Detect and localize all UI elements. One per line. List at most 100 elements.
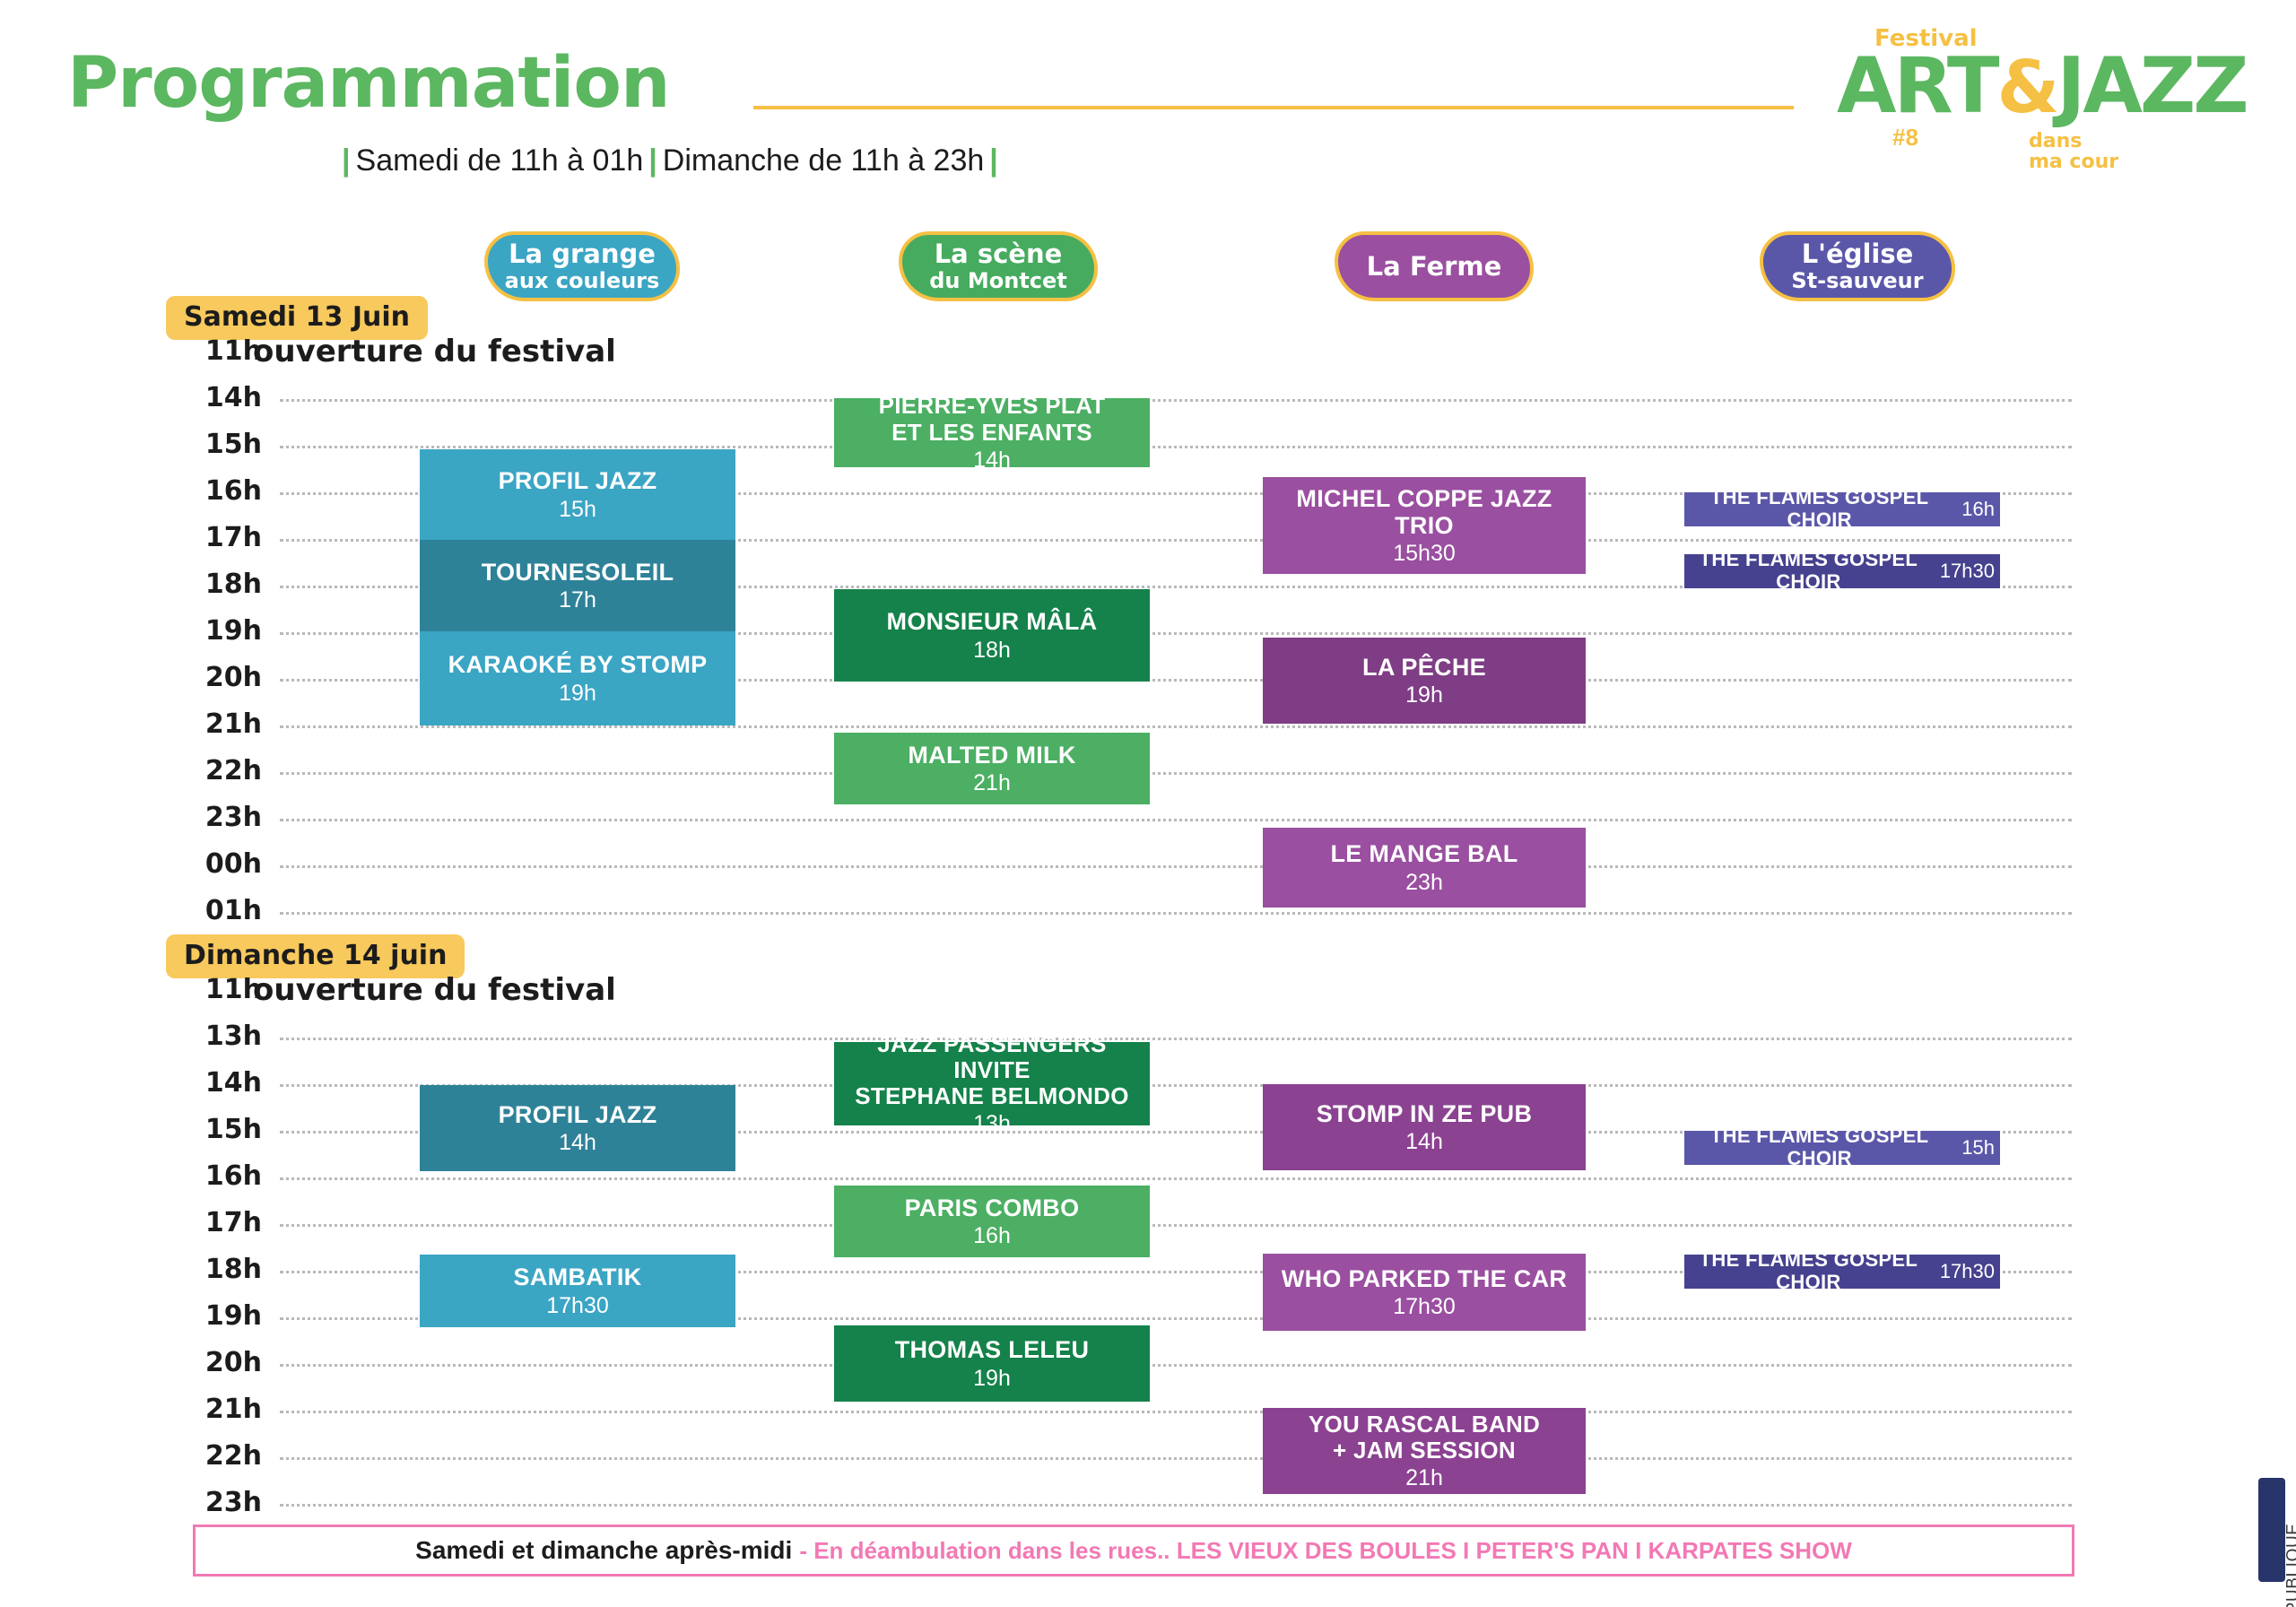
event-name: PARIS COMBO — [904, 1194, 1080, 1221]
event-name: LA PÊCHE — [1362, 653, 1486, 681]
stage-badge-la-scene: La scène du Montcet — [899, 231, 1098, 301]
event-name: PROFIL JAZZ — [498, 1100, 657, 1128]
stage-name-line2: St-sauveur — [1791, 268, 1924, 293]
row-dotted-guide — [280, 492, 2072, 495]
event-time: 14h — [1405, 1129, 1443, 1155]
separator-bar-1: | — [342, 143, 351, 178]
hour-label: 01h — [204, 895, 262, 926]
logo-ampersand: & — [1996, 46, 2060, 129]
logo-tagline-line2: ma cour — [2029, 151, 2119, 174]
hour-label: 21h — [204, 1394, 262, 1425]
event-name: THE FLAMES GOSPEL CHOIR — [1709, 1125, 1929, 1169]
hour-label: 20h — [204, 662, 262, 693]
separator-bar-3: | — [989, 143, 998, 178]
stage-badge-leglise: L'église St-sauveur — [1760, 231, 1955, 301]
hour-label: 22h — [204, 755, 262, 786]
event-name: YOU RASCAL BAND — [1308, 1410, 1541, 1438]
event-name: THOMAS LELEU — [894, 1336, 1090, 1364]
hour-label: 23h — [204, 1487, 262, 1518]
event-name: PROFIL JAZZ — [498, 467, 657, 495]
event-name: TOURNESOLEIL — [481, 558, 674, 586]
hour-label: 18h — [204, 1254, 262, 1285]
row-dotted-guide — [280, 446, 2072, 448]
hour-label: 15h — [204, 1114, 262, 1145]
logo-tagline-line1: dans — [2029, 130, 2083, 152]
event-time: 17h30 — [546, 1292, 609, 1318]
event-time: 14h — [973, 447, 1011, 473]
agency-logo-badge — [2258, 1478, 2285, 1582]
stage-name-line1: L'église — [1801, 239, 1914, 269]
row-dotted-guide — [280, 1084, 2072, 1087]
row-dotted-guide — [280, 1177, 2072, 1180]
stage-badge-la-ferme: La Ferme — [1335, 231, 1534, 301]
logo-edition-number: #8 — [1892, 124, 1918, 151]
hour-label: 11h — [204, 335, 262, 367]
row-dotted-guide — [280, 1224, 2072, 1227]
title-divider — [753, 106, 1794, 109]
schedule-subtitle: |Samedi de 11h à 01h|Dimanche de 11h à 2… — [336, 143, 1004, 178]
agency-logo: REiMSPUB — [2238, 1478, 2285, 1582]
event-time: 21h — [1405, 1465, 1443, 1491]
hour-label: 17h — [204, 1207, 262, 1238]
event-time: 17h30 — [1939, 559, 1995, 582]
festival-logo: Festival ART&JAZZ #8 dans ma cour — [1821, 18, 2249, 188]
event-name-line2: ET LES ENFANTS — [891, 418, 1092, 446]
row-dotted-guide — [280, 1457, 2072, 1460]
stage-badge-la-grange: La grange aux couleurs — [484, 231, 680, 301]
event-time: 15h30 — [1393, 541, 1456, 567]
footer-strong-text: Samedi et dimanche après-midi — [415, 1536, 793, 1564]
event-name: MALTED MILK — [908, 741, 1076, 769]
row-dotted-guide — [280, 632, 2072, 635]
event-time: 21h — [973, 770, 1011, 796]
event-time: 23h — [1405, 869, 1443, 895]
agency-logo-text: REiMSPUB — [2237, 1493, 2253, 1567]
hour-label: 22h — [204, 1440, 262, 1472]
event-time: 15h — [1961, 1135, 1995, 1159]
page-title: Programmation — [67, 43, 670, 124]
event-time: 17h — [559, 587, 596, 613]
stage-name-line1: La Ferme — [1366, 250, 1502, 282]
hour-label: 21h — [204, 708, 262, 740]
event-time: 17h30 — [1393, 1294, 1456, 1320]
hour-label: 23h — [204, 802, 262, 833]
festival-opening-label: ouverture du festival — [253, 972, 616, 1008]
event-time: 19h — [559, 680, 596, 706]
event-time: 17h30 — [1939, 1259, 1995, 1282]
event-time: 19h — [1405, 682, 1443, 708]
hour-label: 19h — [204, 1300, 262, 1332]
row-dotted-guide — [280, 399, 2072, 402]
subtitle-saturday: Samedi de 11h à 01h — [355, 143, 644, 178]
hour-label: 11h — [204, 974, 262, 1005]
event-time: 15h — [559, 496, 596, 522]
logo-tagline: dans ma cour — [2029, 131, 2118, 172]
logo-jazz: JAZZ — [2057, 41, 2248, 131]
event-name: JAZZ PASSENGERS INVITE — [877, 1029, 1107, 1083]
hour-label: 17h — [204, 522, 262, 553]
event-time: 19h — [973, 1365, 1011, 1391]
event-name: WHO PARKED THE CAR — [1281, 1264, 1568, 1292]
event-name: PIERRE-YVES PLAT — [878, 392, 1106, 420]
event-block[interactable]: THE FLAMES GOSPEL CHOIR 15h — [1684, 1125, 2000, 1169]
hour-label: 00h — [204, 848, 262, 880]
